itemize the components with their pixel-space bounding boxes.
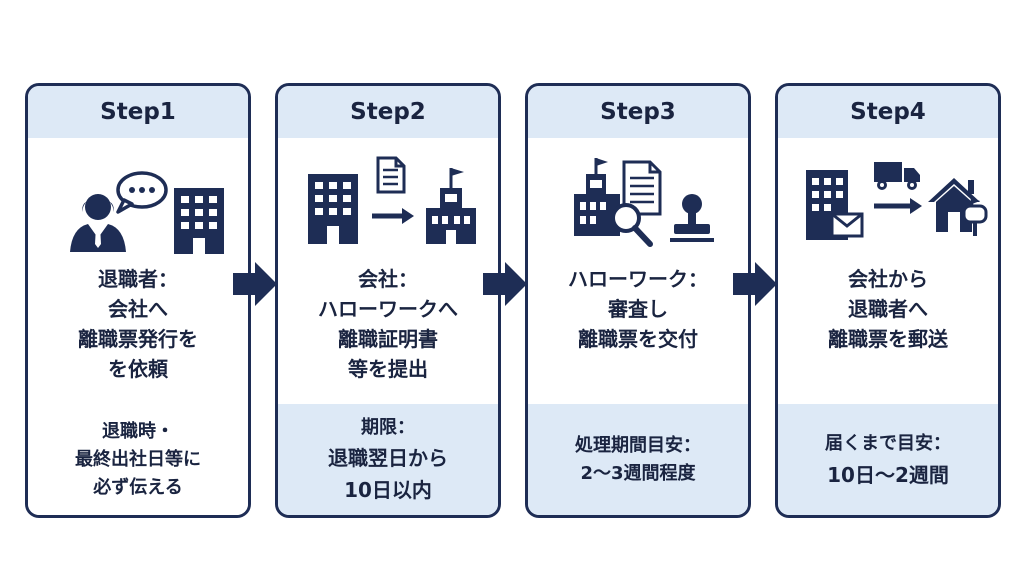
note-line: 退職翌日から [328, 445, 448, 470]
office-building-icon [308, 174, 358, 244]
step-icons-4 [778, 154, 998, 254]
person-icon [70, 194, 126, 252]
document-icon [622, 160, 662, 216]
step-icons-1 [28, 154, 248, 254]
description-line: 離職票発行を [78, 327, 198, 351]
step-description-2: 会社： ハローワークへ 離職証明書 等を提出 [278, 264, 498, 384]
step-note-2: 期限： 退職翌日から 10日以内 [278, 404, 498, 515]
description-line: 退職者： [98, 267, 178, 291]
document-icon [376, 156, 406, 194]
step-title-3: Step3 [528, 86, 748, 138]
step-title-4: Step4 [778, 86, 998, 138]
description-line: 離職票を郵送 [828, 327, 948, 351]
office-building-icon [174, 188, 224, 254]
description-line: 会社： [358, 267, 418, 291]
arrow-right-icon [372, 208, 414, 224]
truck-icon [874, 162, 920, 190]
envelope-icon [830, 212, 864, 238]
step-card-1: Step1 [25, 83, 251, 518]
magnifier-icon [611, 203, 653, 247]
description-line: 審査し [608, 297, 668, 321]
step-note-4: 届くまで目安： 10日〜2週間 [778, 404, 998, 515]
step-title-2: Step2 [278, 86, 498, 138]
description-line: 退職者へ [848, 297, 928, 321]
step-note-1: 退職時・ 最終出社日等に 必ず伝える [28, 404, 248, 515]
step-description-1: 退職者： 会社へ 離職票発行を を依頼 [28, 264, 248, 384]
note-line: 2〜3週間程度 [580, 462, 696, 484]
description-line: 会社へ [108, 297, 168, 321]
note-line: 最終出社日等に [75, 448, 201, 470]
note-line: 期限： [361, 416, 415, 438]
note-line: 必ず伝える [93, 476, 183, 498]
description-line: 離職票を交付 [578, 327, 698, 351]
stamp-icon [670, 194, 714, 242]
note-line: 10日〜2週間 [827, 462, 949, 487]
step-icons-3 [528, 154, 748, 254]
note-line: 退職時・ [102, 420, 174, 442]
step-card-4: Step4 [775, 83, 1001, 518]
arrow-right-icon [733, 262, 777, 306]
speech-bubble-icon [116, 171, 168, 214]
step-icons-2 [278, 154, 498, 254]
mailbox-icon [962, 198, 988, 236]
arrow-right-icon [874, 198, 922, 214]
step-card-2: Step2 [275, 83, 501, 518]
note-line: 10日以内 [344, 477, 432, 502]
arrow-right-icon [233, 262, 277, 306]
description-line: 等を提出 [348, 357, 428, 381]
description-line: ハローワークへ [318, 297, 458, 321]
step-card-3: Step3 [525, 83, 751, 518]
step-description-4: 会社から 退職者へ 離職票を郵送 [778, 264, 998, 354]
description-line: を依頼 [108, 357, 168, 381]
step-description-3: ハローワーク： 審査し 離職票を交付 [528, 264, 748, 354]
description-line: 会社から [848, 267, 928, 291]
step-title-1: Step1 [28, 86, 248, 138]
note-line: 届くまで目安： [825, 432, 951, 454]
government-building-icon [426, 168, 476, 244]
note-line: 処理期間目安： [575, 434, 701, 456]
description-line: ハローワーク： [568, 267, 708, 291]
arrow-right-icon [483, 262, 527, 306]
step-note-3: 処理期間目安： 2〜3週間程度 [528, 404, 748, 515]
description-line: 離職証明書 [338, 327, 438, 351]
